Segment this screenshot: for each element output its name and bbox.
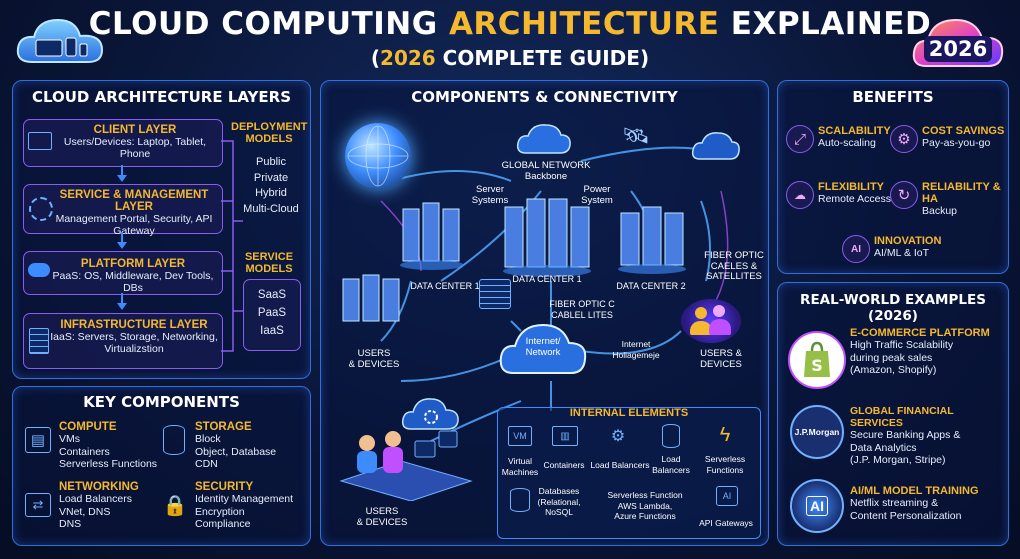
scalability-icon: ⤢	[786, 125, 814, 153]
key-components-title: KEY COMPONENTS	[83, 393, 240, 411]
cloud-icon	[28, 263, 50, 277]
internet-network-label: Internet/Network	[525, 336, 561, 358]
layers-panel-title: CLOUD ARCHITECTURE LAYERS	[31, 88, 292, 106]
globe-icon	[345, 123, 411, 189]
data-center-1-center	[501, 191, 593, 277]
load-balancer-icon: ⚙	[610, 428, 626, 445]
flexibility-icon: ☁	[786, 181, 814, 209]
database-icon	[163, 425, 185, 455]
laptop-icon	[28, 132, 52, 150]
examples-title: REAL-WORLD EXAMPLES (2026)	[800, 292, 986, 324]
api-gateways-label: API Gateways	[699, 518, 753, 528]
year-badge: 2026	[924, 36, 992, 62]
compute-group: COMPUTE VMs Containers Serverless Functi…	[59, 421, 158, 470]
shopify-amazon-logo: S	[788, 331, 846, 389]
deployment-models-box: Public Private Hybrid Multi-Cloud	[243, 156, 299, 215]
reliability-icon: ↻	[890, 181, 918, 209]
server-cluster-left	[341, 271, 401, 331]
internal-elements-title: INTERNAL ELEMENTS	[569, 407, 689, 419]
users-devices-left-label: USERS& DEVICES	[348, 348, 400, 370]
database-stack-icon	[510, 488, 530, 512]
ai-logo: AI	[790, 479, 844, 533]
lock-icon: 🔒	[162, 494, 188, 517]
data-center-2-label: DATA CENTER 2	[616, 281, 686, 291]
users-right-icon	[681, 299, 741, 343]
load-balancers-label: Load Balancers	[590, 460, 650, 470]
real-world-examples-panel: REAL-WORLD EXAMPLES (2026) S E-COMMERCE …	[777, 282, 1009, 546]
layers-connector-lines	[221, 140, 243, 352]
gear-icon	[29, 197, 53, 221]
platform-layer: PLATFORM LAYER PaaS: OS, Middleware, Dev…	[23, 251, 223, 295]
benefit-cost-savings: COST SAVINGS Pay-as-you-go	[922, 125, 1005, 149]
containers-label: Containers	[543, 460, 585, 470]
database-small-icon	[662, 424, 680, 448]
page-subtitle: (2026 COMPLETE GUIDE)	[370, 46, 650, 70]
innovation-ai-icon: AI	[842, 235, 870, 263]
example-financial: GLOBAL FINANCIAL SERVICES Secure Banking…	[850, 405, 961, 466]
page-title: CLOUD COMPUTING ARCHITECTURE EXPLAINED	[88, 6, 932, 42]
jpmorgan-logo: J.P.Morgan	[790, 405, 844, 459]
example-ai-ml: AI/ML MODEL TRAINING Netflix streaming &…	[850, 485, 979, 522]
components-connectivity-panel: COMPONENTS & CONNECTIVITY GLOBAL NE	[320, 80, 769, 546]
benefits-panel: BENEFITS ⤢ SCALABILITY Auto-scaling ⚙ CO…	[777, 80, 1009, 274]
server-icon	[29, 328, 49, 354]
cost-savings-icon: ⚙	[890, 125, 918, 153]
users-devices-right-label: USERS &DEVICES	[700, 348, 742, 370]
benefits-title: BENEFITS	[852, 88, 934, 106]
example-ecommerce: E-COMMERCE PLATFORM High Traffic Scalabi…	[850, 327, 990, 376]
storage-group: STORAGE Block Object, Database CDN	[195, 421, 277, 470]
benefit-reliability: RELIABILITY & HA Backup	[922, 181, 1001, 217]
client-layer: CLIENT LAYER Users/Devices: Laptop, Tabl…	[23, 119, 223, 167]
server-rack-icon: ▤	[25, 427, 51, 453]
security-group: SECURITY Identity Management Encryption …	[195, 481, 294, 530]
benefit-innovation: INNOVATION AI/ML & IoT	[874, 235, 942, 259]
users-devices-bottom-label: USERS& DEVICES	[356, 506, 408, 528]
infrastructure-layer: INFRASTRUCTURE LAYER IaaS: Servers, Stor…	[23, 313, 223, 369]
users-bottom-icon	[331, 421, 481, 502]
server-small-icon	[479, 279, 511, 309]
svg-text:S: S	[811, 356, 823, 375]
cloud-logo-icon	[12, 10, 108, 72]
vm-icon: VM	[508, 426, 532, 446]
data-center-1-left	[399, 199, 465, 271]
satellite-dish-cloud-icon	[691, 129, 741, 163]
center-panel-title: COMPONENTS & CONNECTIVITY	[411, 88, 678, 106]
databases-label: Databases(Relational,NoSQL	[537, 486, 581, 517]
data-center-1-center-label: DATA CENTER 1	[512, 274, 582, 284]
networking-group: NETWORKING Load Balancers VNet, DNS DNS	[59, 481, 139, 530]
lightning-icon: ϟ	[719, 423, 731, 446]
service-management-layer: SERVICE & MANAGEMENT LAYER Management Po…	[23, 184, 223, 237]
benefit-flexibility: FLEXIBILITY Remote Access	[818, 181, 891, 205]
architecture-layers-panel: CLOUD ARCHITECTURE LAYERS CLIENT LAYER U…	[12, 80, 311, 379]
satellite-icon: 🛰	[622, 123, 650, 148]
ai-chip-icon: AI	[716, 486, 738, 506]
data-center-1-left-label: DATA CENTER 1	[410, 281, 480, 291]
cloud-gear-icon	[401, 393, 461, 433]
service-models-box: SaaS PaaS IaaS	[243, 279, 301, 351]
internet-network-cloud	[497, 317, 589, 379]
benefit-scalability: SCALABILITY Auto-scaling	[818, 125, 891, 149]
global-network-cloud-icon	[516, 121, 572, 157]
network-icon: ⇄	[25, 493, 51, 517]
data-center-2	[617, 201, 687, 275]
year-badge-cloud: 2026	[910, 8, 1006, 74]
container-icon: ▥	[552, 426, 578, 446]
key-components-panel: KEY COMPONENTS ▤ COMPUTE VMs Containers …	[12, 386, 311, 546]
